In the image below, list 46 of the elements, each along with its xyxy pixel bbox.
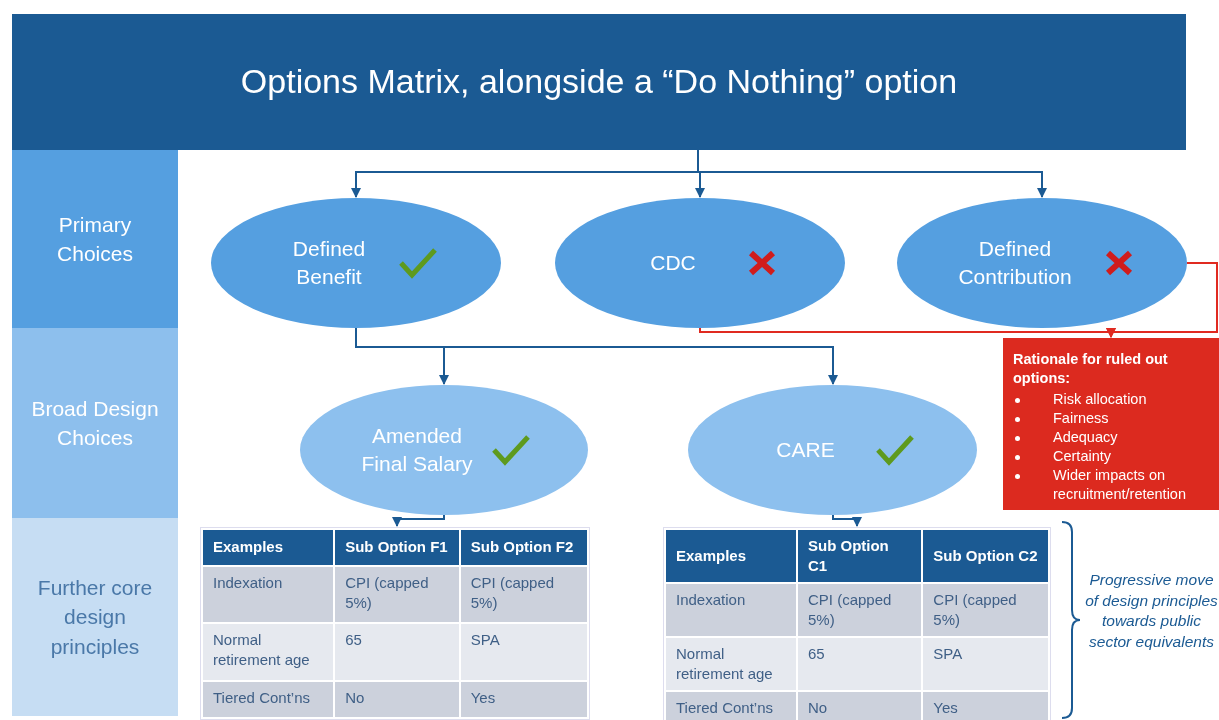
options-table	[663, 527, 1051, 720]
header-cell: Sub Option F1	[334, 529, 460, 566]
bullet-item: Adequacy	[1053, 429, 1118, 445]
arrow	[392, 514, 445, 527]
table-cell: CPI (capped 5%)	[922, 583, 1049, 637]
side-note: Progressive move of design principles towards public sector equivalents	[1084, 570, 1219, 652]
bullet-item: Fairness	[1053, 410, 1109, 426]
header-cell: Sub Option C1	[796, 529, 923, 583]
row-header: Primary Choices	[12, 150, 178, 328]
table-cell: Normal retirement age	[665, 637, 797, 691]
table-cell: No	[796, 691, 923, 720]
table-cell: 65	[796, 637, 923, 691]
table-cell: CPI (capped 5%)	[796, 583, 923, 637]
table-cell: Normal retirement age	[202, 623, 335, 682]
title-banner: Options Matrix, alongside a “Do Nothing” option	[12, 14, 1186, 150]
arrow	[832, 514, 862, 527]
table-cell: SPA	[922, 637, 1049, 691]
table-cell: Indexation	[202, 565, 335, 624]
bullet-item: Risk allocation	[1053, 391, 1147, 407]
table-cell: Yes	[459, 681, 588, 718]
table-cell: SPA	[459, 623, 588, 682]
table-cell: No	[334, 681, 460, 718]
row-header: Further core design principles	[12, 518, 178, 716]
option-label: Amended Final Salary	[360, 423, 474, 477]
option-label: CDC	[649, 250, 697, 276]
header-cell: Examples	[202, 529, 335, 566]
arrow	[1106, 262, 1218, 338]
table-cell: Indexation	[665, 583, 797, 637]
row-header: Broad Design Choices	[12, 328, 178, 518]
option-label: Defined Benefit	[291, 236, 367, 290]
header-cell: Sub Option C2	[922, 529, 1049, 583]
bullet-item: Wider impacts on recruitment/retention	[1053, 467, 1186, 502]
table-cell: Tiered Cont’ns	[202, 681, 335, 718]
option-label: CARE	[775, 437, 836, 463]
header-cell: Examples	[665, 529, 797, 583]
box-heading: Rationale for ruled out options:	[1013, 350, 1169, 388]
table-cell: Tiered Cont’ns	[665, 691, 797, 720]
header-cell: Sub Option F2	[459, 529, 588, 566]
bullet-item: Certainty	[1053, 448, 1112, 464]
options-table	[200, 527, 590, 720]
rationale-box	[1003, 338, 1219, 510]
table-cell: CPI (capped 5%)	[334, 565, 460, 624]
table-cell: 65	[334, 623, 460, 682]
table-cell: CPI (capped 5%)	[459, 565, 588, 624]
table-cell: Yes	[922, 691, 1049, 720]
option-label: Defined Contribution	[957, 236, 1073, 290]
